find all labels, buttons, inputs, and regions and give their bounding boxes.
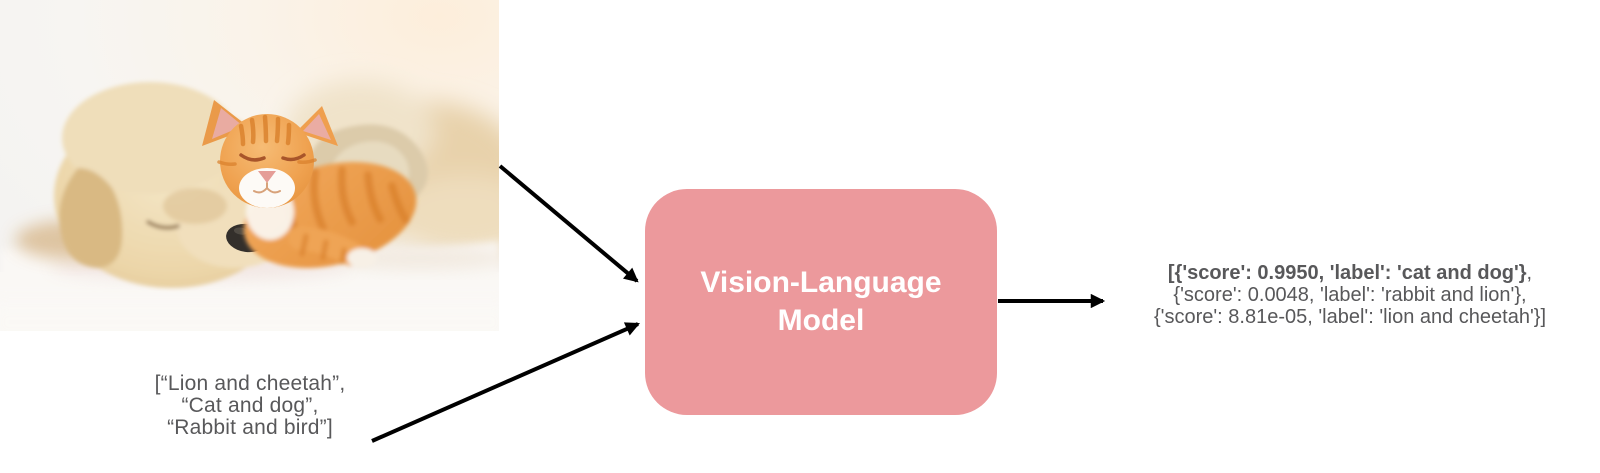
output-line-2: {'score': 0.0048, 'label': 'rabbit and l…	[1173, 284, 1527, 306]
output-line-1-tail: ,	[1526, 262, 1533, 284]
output-text: [{'score': 0.9950, 'label': 'cat and dog…	[1090, 262, 1600, 328]
arrow-text-to-model	[371, 322, 640, 443]
model-box: Vision-Language Model	[645, 189, 997, 415]
cat-and-dog-photo-illustration	[0, 0, 499, 331]
output-line-3: {'score': 8.81e-05, 'label': 'lion and c…	[1153, 306, 1547, 328]
arrow-image-to-model	[498, 164, 639, 283]
prompt-line: [“Lion and cheetah”,	[154, 372, 346, 395]
output-line-1-bold: [{'score': 0.9950, 'label': 'cat and dog…	[1167, 262, 1527, 284]
prompt-line: “Rabbit and bird”]	[167, 416, 333, 439]
model-label-line1: Vision-Language	[700, 266, 942, 299]
prompt-line: “Cat and dog”,	[181, 394, 319, 417]
output-line-1: [{'score': 0.9950, 'label': 'cat and dog…	[1090, 262, 1600, 284]
model-label-line2: Model	[777, 304, 865, 337]
input-text-prompts: [“Lion and cheetah”, “Cat and dog”, “Rab…	[95, 373, 405, 439]
input-image	[0, 0, 499, 331]
